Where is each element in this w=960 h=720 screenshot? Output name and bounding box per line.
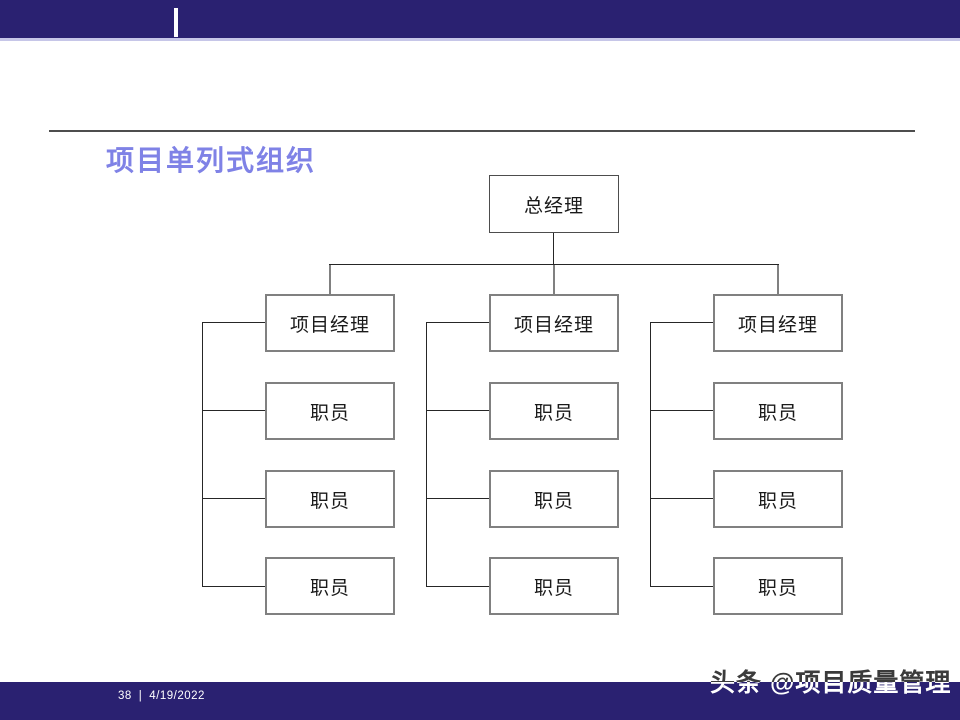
connector-line — [777, 265, 779, 294]
title-divider — [49, 130, 915, 132]
connector-line — [202, 322, 265, 323]
org-box-staff: 职员 — [489, 470, 619, 528]
org-box-staff: 职员 — [265, 470, 395, 528]
org-box-staff: 职员 — [713, 470, 843, 528]
connector-line — [650, 322, 651, 587]
connector-line — [202, 498, 265, 499]
connector-line — [202, 586, 265, 587]
footer-info: 38 | 4/19/2022 — [118, 690, 205, 702]
org-box-staff: 职员 — [265, 382, 395, 440]
connector-line — [426, 498, 489, 499]
page-title: 项目单列式组织 — [106, 145, 317, 176]
connector-line — [426, 410, 489, 411]
connector-line — [329, 264, 779, 265]
connector-line — [329, 265, 331, 294]
footer-separator: | — [138, 690, 143, 702]
connector-line — [650, 498, 713, 499]
watermark: 头条 @项目质量管理 头条 @项目质量管理 — [710, 666, 960, 700]
footer-bar — [0, 682, 960, 720]
connector-line — [202, 410, 265, 411]
connector-line — [426, 322, 489, 323]
org-box-staff: 职员 — [489, 382, 619, 440]
connector-line — [650, 586, 713, 587]
org-box-staff: 职员 — [489, 557, 619, 615]
watermark-text: 头条 @项目质量管理 — [710, 669, 952, 697]
connector-line — [202, 322, 203, 587]
connector-line — [426, 586, 489, 587]
org-box-staff: 职员 — [265, 557, 395, 615]
watermark-text: 头条 @项目质量管理 — [710, 669, 952, 697]
org-box-staff: 职员 — [713, 557, 843, 615]
org-box-project-manager: 项目经理 — [489, 294, 619, 352]
connector-line — [650, 410, 713, 411]
org-box-general-manager: 总经理 — [489, 175, 619, 233]
org-box-project-manager: 项目经理 — [265, 294, 395, 352]
header-bar — [0, 0, 960, 41]
footer-date: 4/19/2022 — [149, 690, 205, 702]
text-cursor-dash — [174, 8, 178, 37]
org-box-staff: 职员 — [713, 382, 843, 440]
connector-line — [553, 265, 555, 294]
connector-line — [426, 322, 427, 587]
org-box-project-manager: 项目经理 — [713, 294, 843, 352]
connector-line — [650, 322, 713, 323]
connector-line — [553, 233, 554, 264]
page-number: 38 — [118, 690, 132, 702]
